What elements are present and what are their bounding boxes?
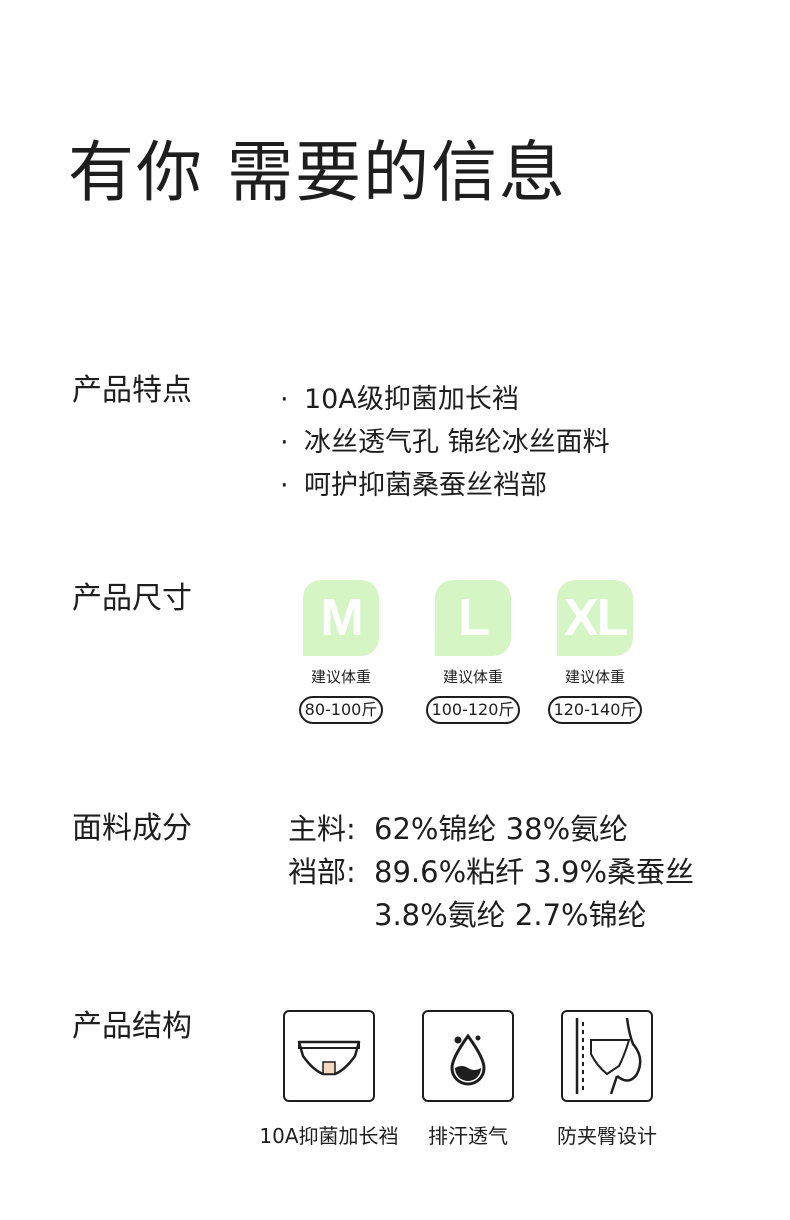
feature-item: ·呵护抑菌桑蚕丝裆部 [280,464,610,507]
bullet: · [280,470,289,501]
structure-caption: 排汗透气 [428,1124,508,1148]
water-drop-icon [450,1033,486,1086]
size-m: M 建议体重 80-100斤 [286,580,396,724]
size-caption: 建议体重 [564,668,625,686]
composition-label: 面料成分 [72,811,192,846]
size-badge: M [303,580,379,656]
composition-row: 主料:62%锦纶 38%氨纶 [288,812,629,846]
hip-icon [575,1017,642,1095]
structure-caption: 10A抑菌加长裆 [259,1124,399,1148]
structure-item: 10A抑菌加长裆 [254,1010,404,1149]
structure-caption: 防夹臀设计 [557,1124,657,1148]
size-range: 80-100斤 [298,696,384,724]
size-badge: L [435,580,511,656]
size-range: 120-140斤 [547,696,643,724]
structure-item: 排汗透气 [393,1010,543,1149]
sizes-label: 产品尺寸 [72,581,192,616]
composition-table: 主料:62%锦纶 38%氨纶 裆部:89.6%粘纤 3.9%桑蚕丝 3.8%氨纶… [288,808,694,937]
features-label: 产品特点 [72,373,192,408]
feature-item: ·10A级抑菌加长裆 [280,378,610,421]
size-range: 100-120斤 [425,696,521,724]
composition-row: 裆部:89.6%粘纤 3.9%桑蚕丝 [288,855,695,889]
composition-row: 3.8%氨纶 2.7%锦纶 [374,898,647,932]
size-xl: XL 建议体重 120-140斤 [540,580,650,724]
size-caption: 建议体重 [310,668,371,686]
size-caption: 建议体重 [442,668,503,686]
structure-item: 防夹臀设计 [532,1010,682,1149]
feature-item: ·冰丝透气孔 锦纶冰丝面料 [280,421,610,464]
size-badge: XL [557,580,633,656]
underwear-icon [297,1040,361,1076]
structure-label: 产品结构 [72,1009,192,1044]
bullet: · [280,384,289,415]
page-title: 有你 需要的信息 [68,134,567,211]
features-list: ·10A级抑菌加长裆 ·冰丝透气孔 锦纶冰丝面料 ·呵护抑菌桑蚕丝裆部 [280,378,610,507]
bullet: · [280,427,289,458]
size-l: L 建议体重 100-120斤 [418,580,528,724]
